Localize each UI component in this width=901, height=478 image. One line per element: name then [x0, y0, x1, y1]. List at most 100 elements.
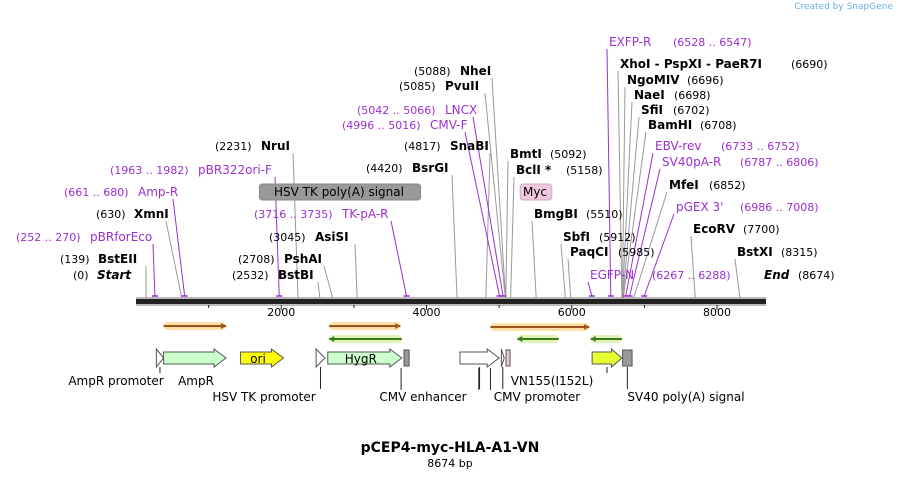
primer-name-pbr322ori-f: pBR322ori-F — [198, 163, 272, 177]
site-name-xhoi: XhoI - PspXI - PaeR7I — [620, 57, 762, 71]
orf-arrowhead — [590, 336, 596, 342]
feature-label-ampr-promoter: AmpR promoter — [68, 374, 163, 388]
site-name-bsteii: BstEII — [98, 252, 137, 266]
site-name-bcli: BclI * — [516, 163, 552, 177]
site-pos-bcli: (5158) — [566, 164, 603, 177]
site-pos-bamhi: (6708) — [700, 119, 737, 132]
site-line-bmgbi — [531, 220, 537, 299]
primer-range-pbrforeco: (252 .. 270) — [16, 231, 81, 244]
primer-line-cmv-f — [464, 131, 501, 297]
site-name-ngomiv: NgoMIV — [627, 73, 680, 87]
site-pos-bstxi: (8315) — [781, 246, 818, 259]
primer-line-amp-r — [172, 198, 186, 297]
primer-range-tk-pa-r: (3716 .. 3735) — [254, 208, 333, 221]
primer-range-exfp-r: (6528 .. 6547) — [673, 36, 752, 49]
primer-line-tk-pa-r — [390, 220, 408, 297]
site-line-sbfi — [560, 243, 566, 299]
site-line-pvuii — [484, 92, 506, 299]
site-name-bamhi: BamHI — [648, 118, 692, 132]
site-line-bcli — [510, 176, 515, 299]
site-line-sfii — [622, 116, 640, 299]
label-lines — [145, 48, 741, 299]
site-name-pshai: PshAI — [284, 252, 322, 266]
feature-sv40-polya — [622, 349, 633, 367]
primer-name-ebv-rev: EBV-rev — [655, 139, 701, 153]
site-pos-end: (8674) — [798, 269, 835, 282]
site-pos-mfei: (6852) — [709, 179, 746, 192]
site-pos-start: (0) — [73, 269, 89, 282]
feature-label-hygr: HygR — [345, 352, 377, 366]
site-pos-bsrgi: (4420) — [366, 162, 403, 175]
site-name-bstbi: BstBI — [278, 268, 314, 282]
site-pos-bsteii: (139) — [60, 253, 90, 266]
feature-hygr — [327, 348, 403, 368]
primer-name-cmv-f: CMV-F — [430, 118, 468, 132]
site-pos-bmgbi: (5510) — [586, 208, 623, 221]
orf-arrowhead — [329, 336, 335, 342]
site-pos-snabi: (4817) — [404, 140, 441, 153]
feature-ori — [240, 348, 285, 368]
site-line-bmti — [505, 160, 509, 299]
site-pos-sbfi: (5912) — [599, 231, 636, 244]
plasmid-name: pCEP4-myc-HLA-A1-VN — [361, 440, 540, 456]
site-pos-bmti: (5092) — [550, 148, 587, 161]
primer-name-pbrforeco: pBRforEco — [90, 230, 152, 244]
ruler-tick-label: 8000 — [703, 306, 731, 319]
site-name-mfei: MfeI — [669, 178, 699, 192]
feature-label-myc: Myc — [523, 185, 547, 199]
primer-name-exfp-r: EXFP-R — [609, 35, 651, 49]
feature-label-ori: ori — [250, 352, 266, 366]
feature-label-cmv-promoter: CMV promoter — [494, 390, 581, 404]
site-name-pvuii: PvuII — [445, 79, 479, 93]
primer-line-pbrforeco — [152, 243, 156, 297]
site-line-nhei — [491, 77, 507, 299]
site-pos-paqci: (5985) — [618, 246, 655, 259]
site-pos-pvuii: (5085) — [399, 80, 436, 93]
orf-arrows — [163, 322, 622, 343]
feature-vn155 — [591, 347, 623, 369]
feature-label-sv40-polya: SV40 poly(A) signal — [627, 390, 744, 404]
primer-range-cmv-f: (4996 .. 5016) — [342, 119, 421, 132]
feature-hsv-tk-polya — [403, 349, 410, 367]
site-name-end: End — [764, 268, 790, 282]
feature-hsv-tk-promoter — [315, 347, 326, 369]
feature-tag-myc — [519, 183, 553, 201]
site-line-pshai — [323, 265, 334, 299]
site-pos-xmni: (630) — [96, 208, 126, 221]
site-line-bstxi — [734, 258, 741, 299]
primer-name-tk-pa-r: TK-pA-R — [341, 207, 389, 221]
feature-myc — [505, 349, 511, 367]
site-line-bamhi — [622, 131, 647, 299]
site-name-sfii: SfiI — [641, 103, 663, 117]
site-line-mfei — [633, 191, 668, 299]
orf-arrowhead — [395, 323, 401, 329]
orf-arrowhead — [517, 336, 523, 342]
site-name-paqci: PaqCI — [570, 245, 608, 259]
primer-line-sv40pa-r — [629, 168, 661, 297]
feature-cmv-enhancer — [459, 348, 500, 368]
feature-ampr-promoter — [155, 347, 165, 369]
primer-name-sv40pa-r: SV40pA-R — [662, 155, 721, 169]
site-pos-bstbi: (2532) — [232, 269, 269, 282]
feature-label-vn155: VN155(I152L) — [511, 374, 594, 388]
primer-name-lncx: LNCX — [445, 103, 477, 117]
site-name-sbfi: SbfI — [563, 230, 590, 244]
primer-line-lncx — [472, 116, 504, 297]
primer-line-ebv-rev — [625, 152, 654, 297]
primer-line-exfp-r — [606, 48, 612, 297]
primer-range-egfp-n: (6267 .. 6288) — [652, 269, 731, 282]
site-name-bstxi: BstXI — [737, 245, 773, 259]
primer-name-egfp-n: EGFP-N — [590, 268, 634, 282]
plasmid-length: 8674 bp — [427, 457, 472, 470]
watermark-prefix: Created by — [794, 2, 844, 12]
orf-arrowhead — [221, 323, 227, 329]
site-line-bstbi — [317, 281, 321, 299]
site-line-xhoi — [617, 70, 623, 299]
orf-arrowhead — [584, 324, 590, 330]
site-name-start: Start — [97, 268, 132, 282]
feature-label-hsv-tk-promoter: HSV TK promoter — [212, 390, 315, 404]
site-line-ecorv — [690, 235, 696, 299]
